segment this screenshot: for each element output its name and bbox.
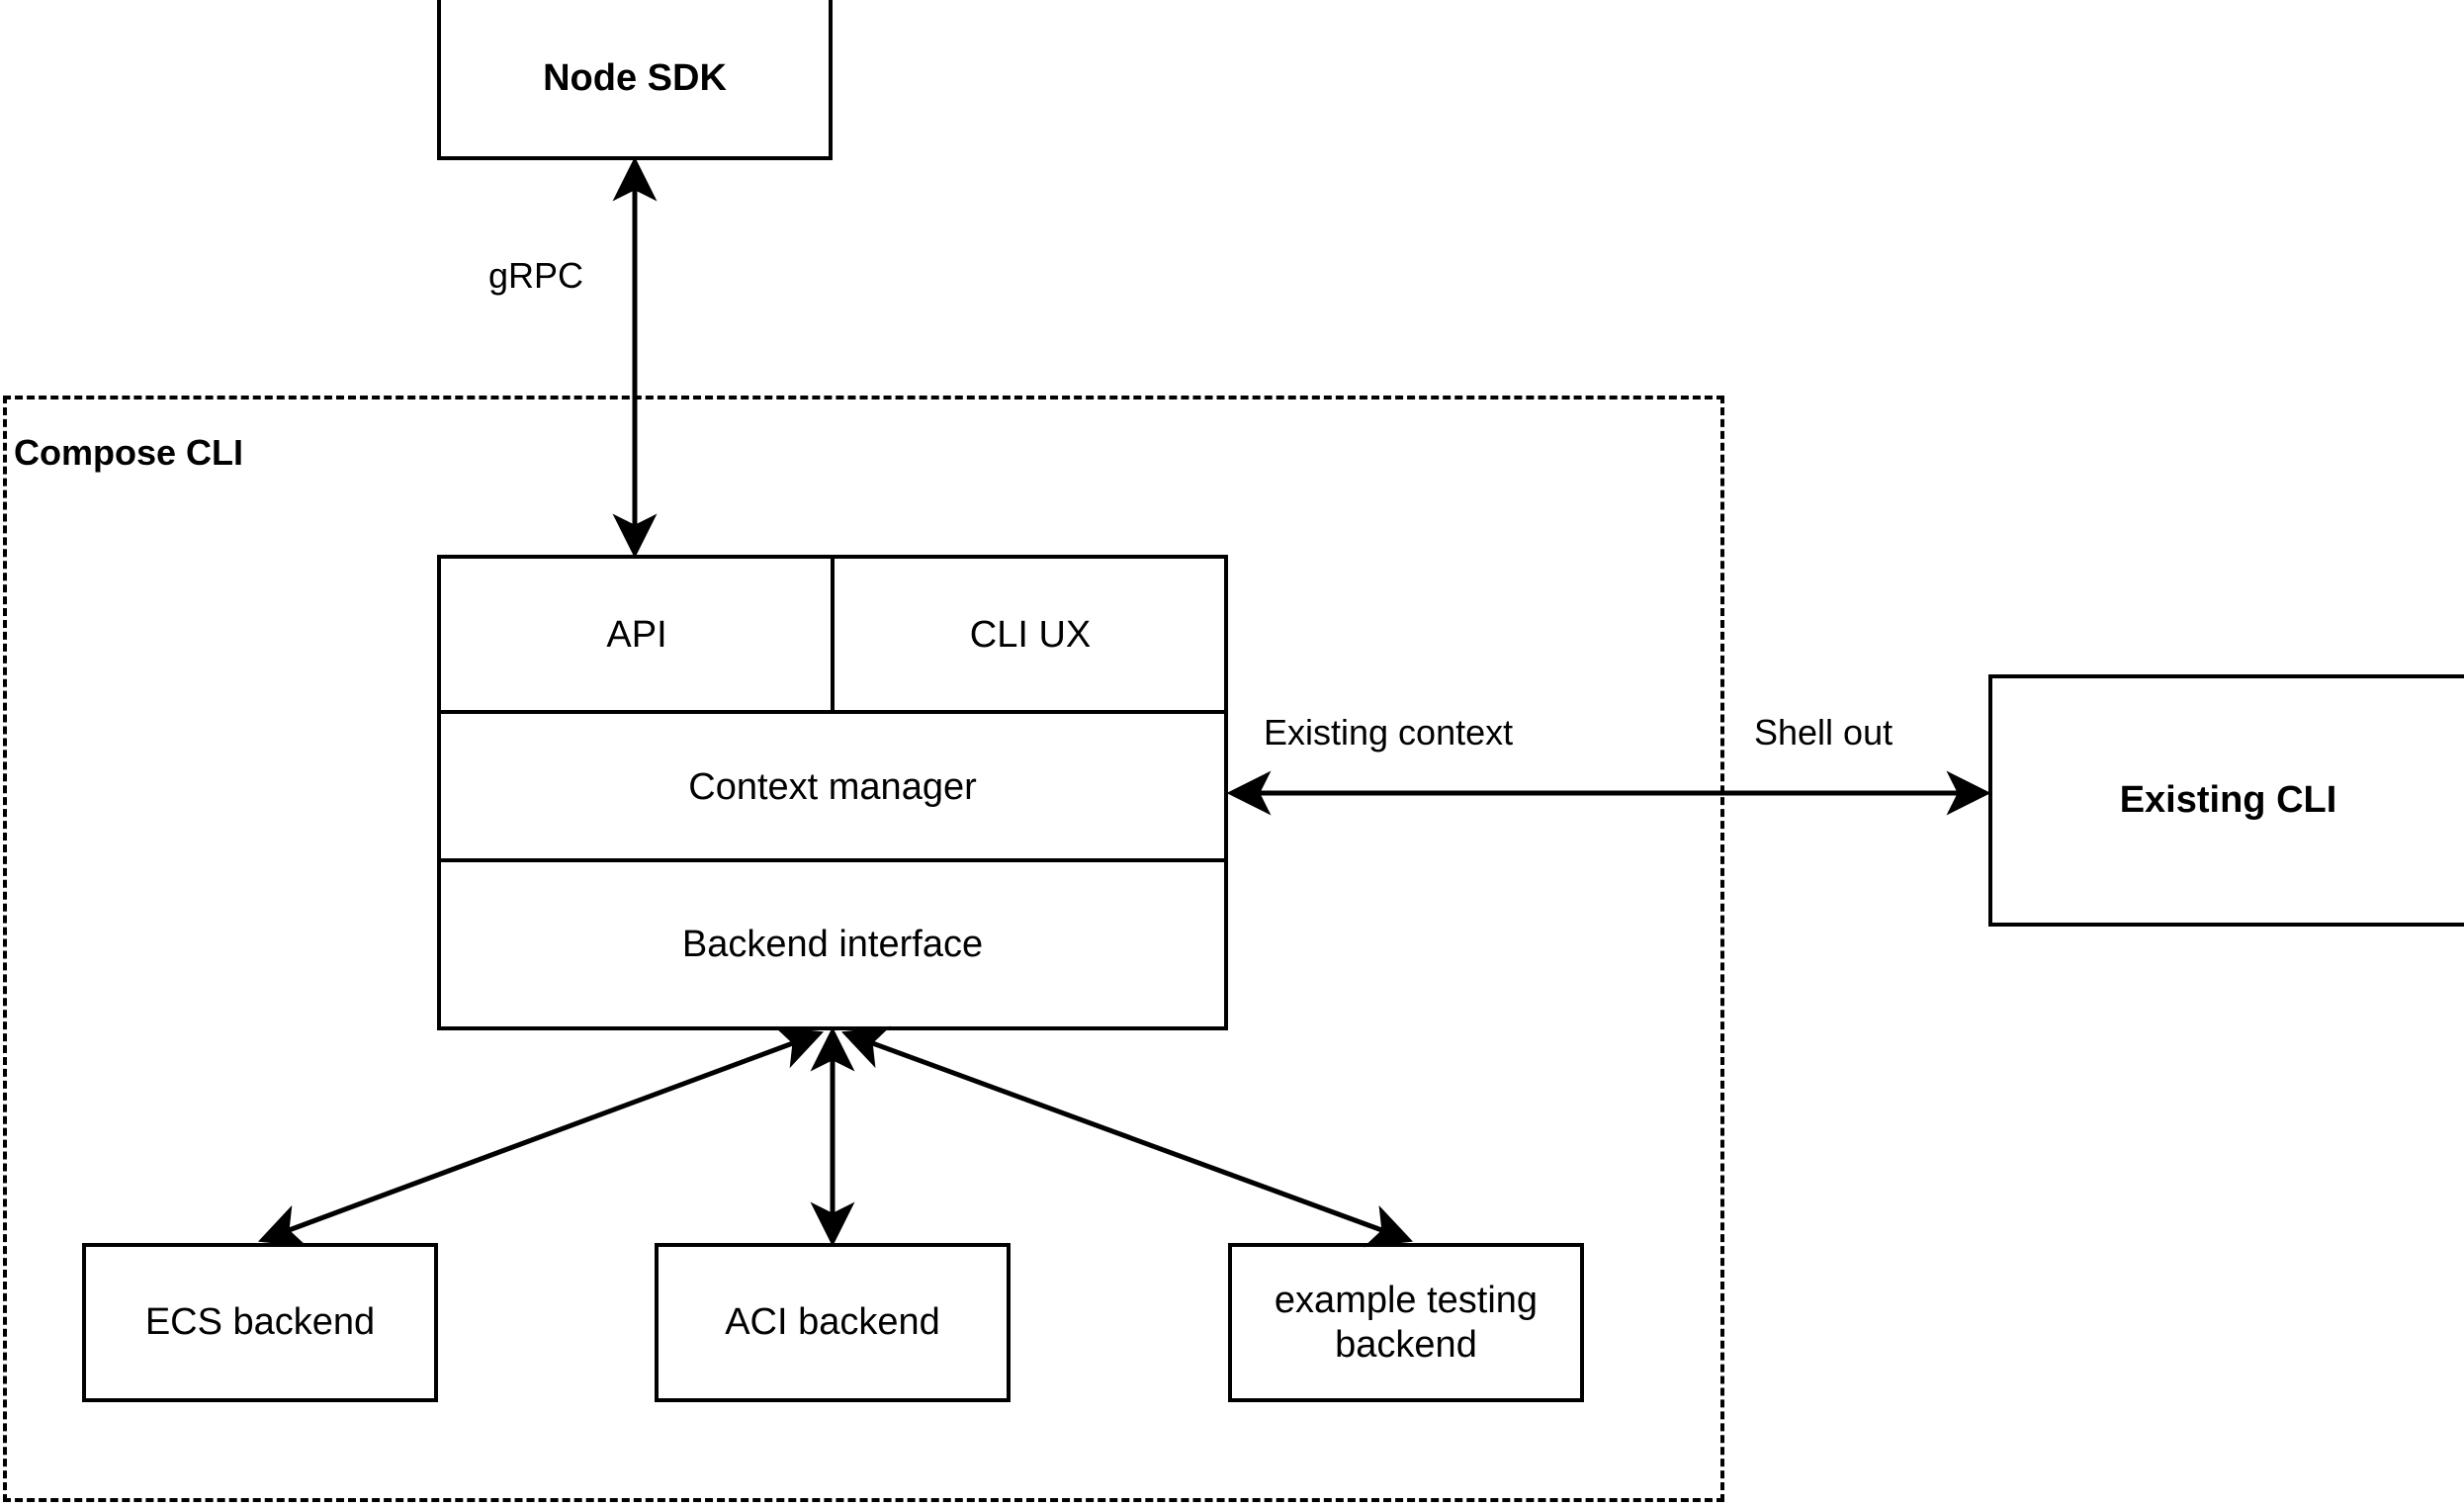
stack-row-cli-ux[interactable]: CLI UX xyxy=(836,559,1224,712)
shell-out-edge-label: Shell out xyxy=(1754,712,1893,753)
existing-context-edge-label: Existing context xyxy=(1264,712,1514,753)
aci-backend-label: ACI backend xyxy=(725,1301,940,1344)
aci-backend-box[interactable]: ACI backend xyxy=(655,1243,1011,1402)
stack-divider-api-cliux xyxy=(831,555,835,712)
ecs-backend-label: ECS backend xyxy=(144,1301,376,1344)
backend-interface-label: Backend interface xyxy=(681,923,984,965)
compose-cli-group-boundary xyxy=(3,396,1724,1502)
example-testing-backend-box[interactable]: example testing backend xyxy=(1228,1243,1584,1402)
cli-ux-label: CLI UX xyxy=(969,614,1092,656)
context-manager-label: Context manager xyxy=(688,765,977,808)
stack-row-backend-interface[interactable]: Backend interface xyxy=(441,862,1224,1026)
compose-cli-group-label: Compose CLI xyxy=(14,432,244,473)
grpc-edge-label: gRPC xyxy=(488,255,584,296)
stack-row-api[interactable]: API xyxy=(441,559,833,712)
edge-example xyxy=(840,1025,1414,1248)
node-sdk-label: Node SDK xyxy=(543,56,727,99)
stack-row-context-manager[interactable]: Context manager xyxy=(441,714,1224,860)
edge-ecs xyxy=(257,1025,825,1248)
example-testing-backend-label: example testing backend xyxy=(1274,1279,1539,1366)
existing-cli-box[interactable]: Existing CLI xyxy=(1988,674,2464,927)
node-sdk-box[interactable]: Node SDK xyxy=(437,0,833,160)
stack-divider-row2 xyxy=(437,858,1228,862)
stack-divider-row1 xyxy=(437,710,1228,714)
existing-cli-label: Existing CLI xyxy=(2119,779,2337,822)
api-label: API xyxy=(606,614,667,656)
